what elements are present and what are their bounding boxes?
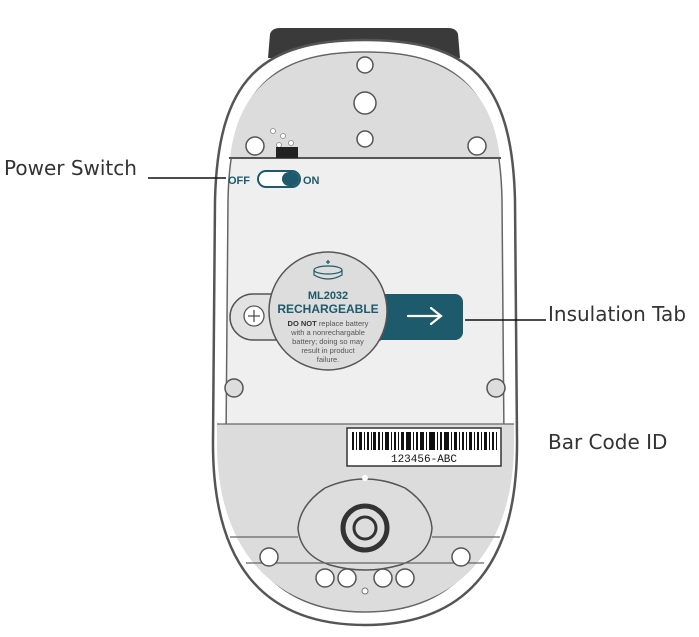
screw-hole <box>373 568 393 588</box>
screw-hole <box>395 568 415 588</box>
callout-power-switch: Power Switch <box>4 156 137 180</box>
screw-hole <box>315 568 335 588</box>
svg-text:with a nonrechargable: with a nonrechargable <box>290 328 365 337</box>
switch-off-label: OFF <box>228 175 250 187</box>
screw-hole <box>356 130 374 148</box>
svg-text:result in product: result in product <box>301 346 355 355</box>
screw-hole <box>467 136 487 156</box>
arrow-right-icon <box>406 306 443 326</box>
callout-bar-code-id: Bar Code ID <box>548 430 668 454</box>
battery-disc <box>268 251 388 371</box>
screw-hole <box>259 547 279 567</box>
barcode-id-text: 123456-ABC <box>391 454 457 466</box>
screw-hole <box>337 568 357 588</box>
coin-cell-icon <box>313 260 343 280</box>
svg-text:failure.: failure. <box>317 355 340 364</box>
screw-hole <box>353 91 377 115</box>
screw-hole <box>224 378 244 398</box>
svg-text:DO NOT replace battery: DO NOT replace battery <box>288 319 369 328</box>
battery-type: RECHARGEABLE <box>277 302 378 316</box>
power-switch-toggle[interactable] <box>257 170 301 188</box>
callout-insulation-tab: Insulation Tab <box>548 302 687 326</box>
barcode-label: 123456-ABC <box>346 427 502 467</box>
screw-hole <box>356 56 374 74</box>
small-dot <box>362 475 368 481</box>
switch-on-label: ON <box>303 175 320 187</box>
svg-text:battery; doing so may: battery; doing so may <box>292 337 364 346</box>
mount-ring-inner <box>352 515 378 541</box>
screw-hole <box>245 136 265 156</box>
battery-warning: DO NOT replace battery with a nonrecharg… <box>288 319 369 364</box>
screw-hole <box>451 547 471 567</box>
small-dot <box>361 587 369 595</box>
screw-hole <box>486 378 506 398</box>
led-dots <box>270 128 294 148</box>
battery-model: ML2032 <box>308 290 348 302</box>
switch-slot <box>276 147 298 158</box>
